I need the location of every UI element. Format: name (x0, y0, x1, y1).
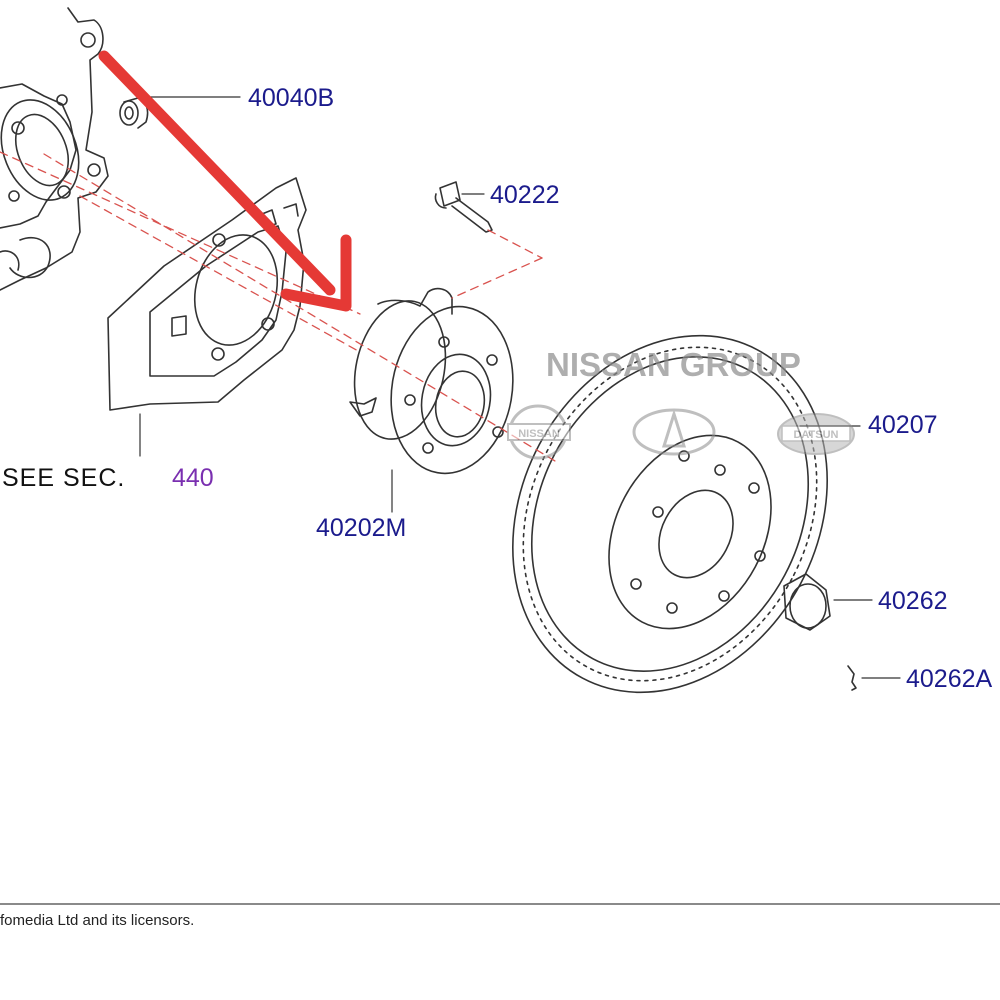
infiniti-logo (632, 408, 716, 456)
bolt-40222-drawing (434, 181, 493, 233)
nissan-logo-text: NISSAN (518, 428, 560, 440)
callout-40207[interactable]: 40207 (868, 411, 938, 439)
nissan-logo: NISSAN (507, 404, 571, 460)
callout-40040b[interactable]: 40040B (248, 84, 335, 112)
hub-assembly-drawing (349, 287, 514, 475)
hub-cap-40262-drawing (783, 573, 831, 631)
callout-40222[interactable]: 40222 (490, 181, 560, 209)
callout-40262[interactable]: 40262 (878, 587, 948, 615)
see-section-link[interactable]: 440 (172, 464, 214, 492)
watermark-text: NISSAN GROUP (546, 346, 801, 383)
callout-40202m[interactable]: 40202M (316, 514, 407, 542)
assembly-lines (0, 151, 561, 465)
callout-40262a[interactable]: 40262A (906, 665, 993, 693)
see-section-label: SEE SEC. (2, 464, 126, 492)
brake-disc-drawing (512, 334, 828, 694)
knuckle-drawing (0, 7, 109, 291)
datsun-logo: DATSUN (777, 413, 855, 455)
watermark-logos: NISSAN DATSUN (507, 404, 855, 460)
copyright-footer: fomedia Ltd and its licensors. (0, 912, 195, 929)
red-annotation-arrow (98, 50, 352, 312)
clip-40262a-drawing (847, 665, 857, 691)
datsun-logo-text: DATSUN (793, 429, 838, 441)
